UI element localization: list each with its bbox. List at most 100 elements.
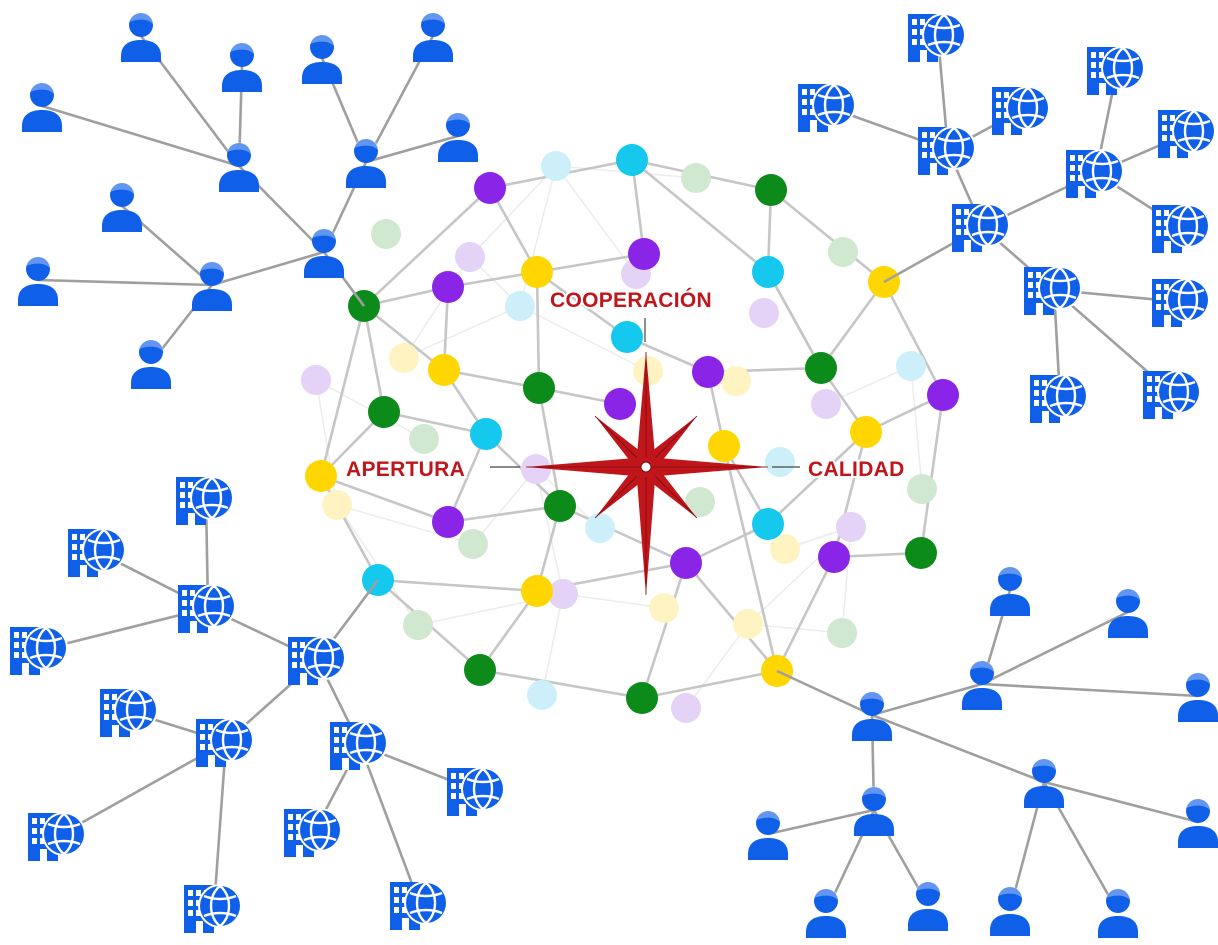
building-globe-icon <box>1143 368 1203 421</box>
network-edge <box>641 669 778 700</box>
faint-background-nodes <box>301 151 937 723</box>
network-node-green <box>368 396 400 428</box>
faint-edge <box>403 256 471 359</box>
network-node-green <box>805 352 837 384</box>
faint-node <box>371 219 401 249</box>
cluster-edge <box>981 610 1129 686</box>
network-node-purple <box>432 506 464 538</box>
network-edge <box>640 562 688 699</box>
faint-edge <box>562 593 665 609</box>
building-globe-icon <box>1152 276 1212 329</box>
faint-edge <box>685 623 749 709</box>
faint-node <box>721 366 751 396</box>
network-edge <box>383 410 487 436</box>
network-edge <box>362 305 386 413</box>
cluster-edge <box>358 744 422 906</box>
faint-node <box>685 487 715 517</box>
cluster-edge <box>1043 780 1199 824</box>
network-node-green <box>544 490 576 522</box>
faint-node <box>671 693 701 723</box>
faint-node <box>649 593 679 623</box>
faint-node <box>585 513 615 543</box>
faint-node <box>749 298 779 328</box>
network-node-cyan <box>752 508 784 540</box>
building-globe-icon <box>798 81 858 134</box>
cluster-edge <box>41 104 240 168</box>
network-edge <box>377 578 538 593</box>
network-edge <box>766 271 823 369</box>
network-edge <box>536 270 628 339</box>
network-edge <box>479 668 643 700</box>
building-globe-icon <box>68 526 128 579</box>
network-edge <box>882 281 945 396</box>
cluster-edge <box>981 682 1199 698</box>
faint-edge <box>403 305 521 359</box>
faint-node <box>770 534 800 564</box>
network-edge <box>488 187 539 273</box>
network-edge <box>559 504 687 565</box>
network-edge <box>919 394 945 554</box>
network-node-cyan <box>470 418 502 450</box>
network-edge <box>536 252 645 274</box>
faint-node <box>541 151 571 181</box>
faint-node <box>301 365 331 395</box>
faint-node <box>733 609 763 639</box>
user-icon <box>1178 798 1218 848</box>
network-edge <box>319 305 366 477</box>
building-globe-icon <box>184 882 244 935</box>
network-node-green <box>755 174 787 206</box>
cluster-edge <box>776 669 873 717</box>
label-apertura: APERTURA <box>346 458 465 481</box>
network-edge <box>775 556 836 672</box>
network-edge <box>363 187 491 307</box>
network-node-yellow <box>521 256 553 288</box>
faint-node <box>827 618 857 648</box>
user-icon <box>908 881 948 931</box>
cluster-edge <box>211 250 325 287</box>
network-node-purple <box>818 541 850 573</box>
faint-edge <box>541 593 564 696</box>
network-edge <box>535 271 541 389</box>
faint-node <box>896 351 926 381</box>
network-node-purple <box>628 238 660 270</box>
network-node-green <box>905 537 937 569</box>
faint-node <box>409 424 439 454</box>
network-edge <box>478 590 539 671</box>
network-edge <box>685 562 778 672</box>
network-edge <box>631 158 769 274</box>
network-node-cyan <box>752 256 784 288</box>
compass-center <box>640 461 652 473</box>
network-node-purple <box>927 379 959 411</box>
user-icon <box>748 810 788 860</box>
cluster-edge <box>37 278 213 287</box>
label-cooperacion: COOPERACIÓN <box>550 288 712 312</box>
label-calidad: CALIDAD <box>808 458 905 481</box>
network-edge <box>537 387 562 507</box>
user-icon <box>990 886 1030 936</box>
faint-node <box>836 512 866 542</box>
faint-edge <box>825 365 912 405</box>
faint-node <box>521 454 551 484</box>
faint-edge <box>469 165 557 258</box>
network-node-yellow <box>428 354 460 386</box>
network-nodes <box>305 144 959 714</box>
network-edge <box>443 368 540 390</box>
building-globe-icon <box>447 765 507 818</box>
faint-node <box>828 237 858 267</box>
building-globe-icon <box>330 719 390 772</box>
faint-edge <box>910 365 923 490</box>
building-globe-icon <box>908 11 968 64</box>
user-icon <box>806 888 846 938</box>
building-globe-icon <box>918 124 978 177</box>
cluster-edge <box>871 713 1045 784</box>
network-node-green <box>626 682 658 714</box>
building-globe-icon <box>176 474 236 527</box>
network-edge <box>319 475 380 581</box>
network-node-cyan <box>611 321 643 353</box>
building-globe-icon <box>100 686 160 739</box>
network-node-purple <box>692 356 724 388</box>
faint-node <box>389 343 419 373</box>
cluster-edge <box>767 808 875 836</box>
faint-node <box>322 490 352 520</box>
